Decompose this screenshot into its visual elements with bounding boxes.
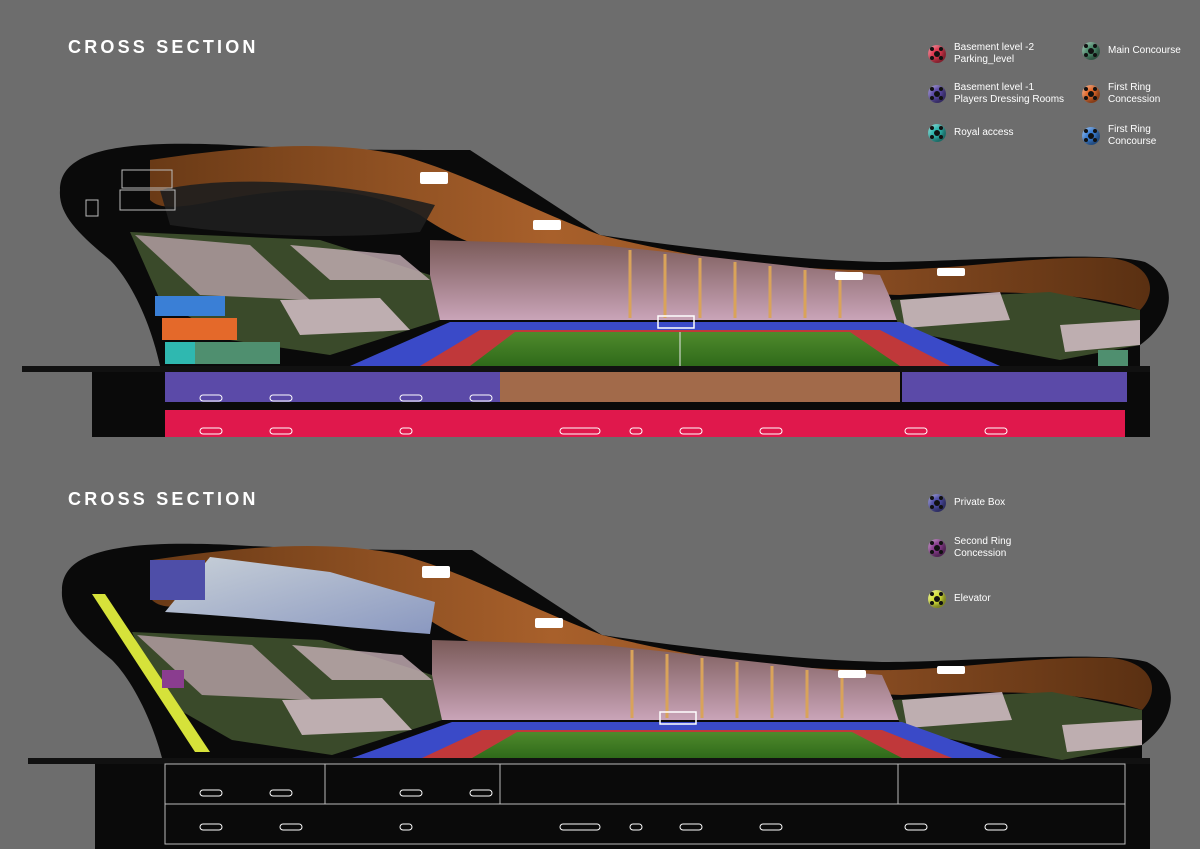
legend-label: Basement level -1 Players Dressing Rooms xyxy=(954,82,1065,105)
section-title: CROSS SECTION xyxy=(68,37,259,57)
goal xyxy=(657,315,695,329)
car-outlines xyxy=(199,394,1008,435)
car-outlines xyxy=(199,789,1008,831)
private-box-glazing xyxy=(165,557,435,634)
basement-1-left xyxy=(165,372,500,402)
ground-line xyxy=(28,758,1150,764)
right-seats xyxy=(902,692,1012,728)
cross-section-1: CROSS SECTION Basement level -2 Parking_… xyxy=(0,0,1200,437)
glazing-panel xyxy=(160,181,435,236)
right-seats-lower xyxy=(1060,320,1140,352)
left-seats-lower xyxy=(280,298,410,335)
legend-label: First Ring Concession xyxy=(1108,82,1161,105)
legend-label: Private Box xyxy=(954,497,1006,508)
roof xyxy=(152,545,1152,710)
foundation xyxy=(95,764,1150,849)
royal-access xyxy=(165,342,195,364)
legend-item-basement-1: Basement level -1 Players Dressing Rooms xyxy=(928,82,1064,106)
first-ring-concourse xyxy=(155,296,225,316)
legend-label: First Ring Concourse xyxy=(1108,124,1157,147)
basement-outlines xyxy=(164,763,1126,845)
stadium-section-drawing xyxy=(22,143,1169,437)
roof-columns xyxy=(630,650,844,718)
soccer-ball-icon xyxy=(928,45,946,63)
legend-item-first-ring-concourse: First Ring Concourse xyxy=(1082,124,1156,148)
main-concourse xyxy=(195,342,280,364)
ground-line xyxy=(22,366,1150,372)
left-seats-mid xyxy=(290,245,430,280)
legend-item-private-box: Private Box xyxy=(928,494,1005,512)
legend-item-basement-2: Basement level -2 Parking_level xyxy=(928,42,1034,66)
goal xyxy=(659,711,697,725)
roof-columns xyxy=(628,250,842,318)
stadium-section-drawing xyxy=(28,543,1171,849)
pitch xyxy=(472,732,902,758)
legend-label: Royal access xyxy=(954,127,1014,138)
cross-section-2: CROSS SECTION Private Box Second Ring Co… xyxy=(0,452,1200,849)
basement-2-parking xyxy=(165,410,1125,437)
pitch xyxy=(470,332,900,366)
soccer-ball-icon xyxy=(928,124,946,142)
second-ring-concession xyxy=(162,670,184,688)
legend-item-second-ring-concession: Second Ring Concession xyxy=(928,536,1011,560)
first-ring-concession xyxy=(162,318,237,340)
main-concourse-right xyxy=(1098,350,1128,366)
left-seats-lower xyxy=(282,698,412,735)
soccer-ball-icon xyxy=(1082,127,1100,145)
legend-label: Basement level -2 Parking_level xyxy=(954,42,1035,65)
soccer-ball-icon xyxy=(928,494,946,512)
legend-item-elevator: Elevator xyxy=(928,590,991,608)
soccer-ball-icon xyxy=(1082,42,1100,60)
soccer-ball-icon xyxy=(928,85,946,103)
right-seats xyxy=(900,292,1010,328)
floodlights xyxy=(422,566,965,678)
legend-label: Main Concourse xyxy=(1108,45,1181,56)
soccer-ball-icon xyxy=(928,590,946,608)
section-title: CROSS SECTION xyxy=(68,489,259,509)
left-seats-upper xyxy=(135,235,310,300)
right-seats-lower xyxy=(1062,720,1142,752)
soccer-ball-icon xyxy=(1082,85,1100,103)
private-box xyxy=(150,560,205,600)
basement-1-right xyxy=(902,372,1127,402)
legend: Basement level -2 Parking_level Main Con… xyxy=(928,38,1200,158)
legend: Private Box Second Ring Concession Eleva… xyxy=(928,490,1200,610)
roof xyxy=(150,145,1150,310)
left-seats-upper xyxy=(137,635,312,700)
basement-1-center xyxy=(500,372,900,402)
legend-label: Elevator xyxy=(954,593,991,604)
elevator-shaft xyxy=(92,594,210,752)
private-boxes xyxy=(85,169,176,217)
legend-item-main-concourse: Main Concourse xyxy=(1082,42,1181,60)
soccer-ball-icon xyxy=(928,539,946,557)
legend-item-royal-access: Royal access xyxy=(928,124,1013,142)
legend-item-first-ring-concession: First Ring Concession xyxy=(1082,82,1160,106)
legend-label: Second Ring Concession xyxy=(954,536,1012,559)
floodlights xyxy=(420,172,965,280)
left-seats-mid xyxy=(292,645,432,680)
